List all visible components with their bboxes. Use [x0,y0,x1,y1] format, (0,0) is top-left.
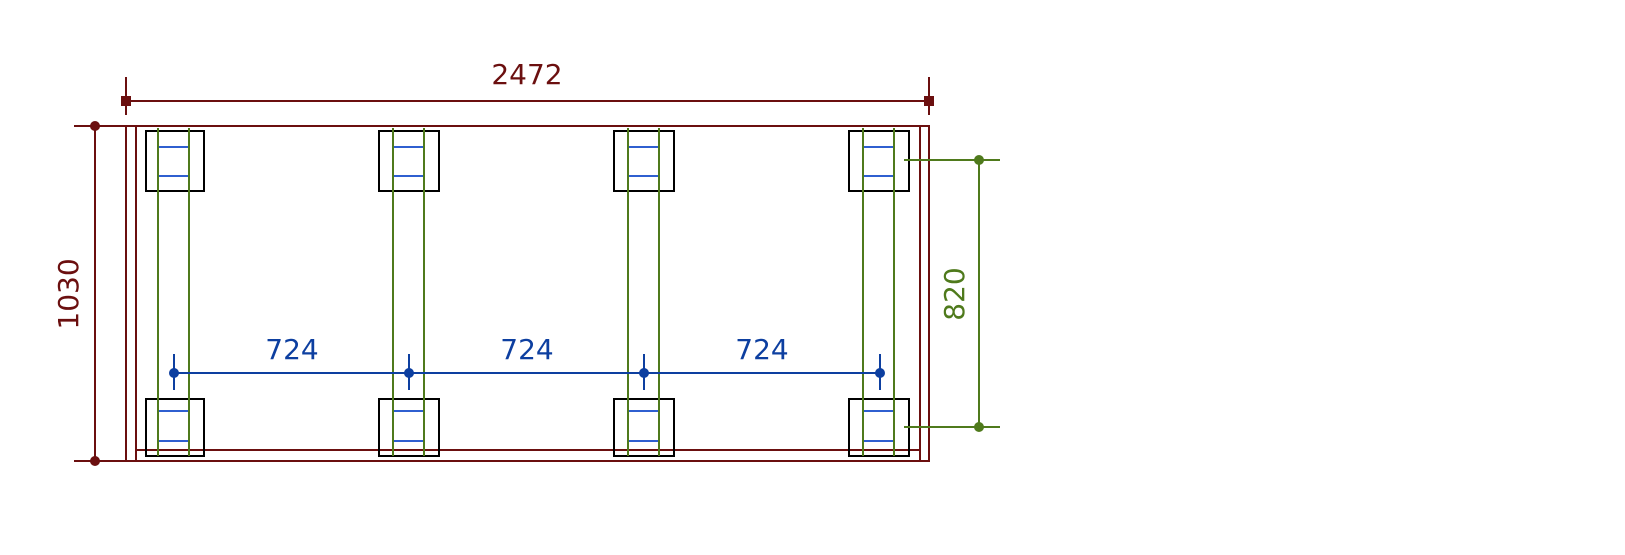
beam-spacing-dimension [904,155,1000,432]
frame-outer-edge [125,125,930,462]
dimension-marker-top [974,155,984,165]
footing-bottom-4 [848,398,910,457]
overall-depth-label: 1030 [52,258,85,329]
footing-top-4 [848,130,910,192]
dimension-marker-right [924,96,934,106]
beam-2 [392,128,425,456]
post-spacing-dimension [169,354,885,390]
post-spacing-label-3: 724 [735,333,788,366]
footings [145,130,910,457]
footing-top-1 [145,130,205,192]
beam-1 [157,128,190,456]
dimension-marker-1 [169,368,179,378]
overall-width-label: 2472 [491,58,562,91]
dimension-marker-4 [875,368,885,378]
footing-top-3 [613,130,675,192]
dimension-marker-left [121,96,131,106]
post-spacing-label-2: 724 [500,333,553,366]
beam-3 [627,128,660,456]
beams [157,128,895,456]
footing-bottom-1 [145,398,205,457]
dimension-marker-3 [639,368,649,378]
dimension-marker-bottom [974,422,984,432]
dimension-marker-bottom [90,456,100,466]
footing-bottom-3 [613,398,675,457]
beam-spacing-label: 820 [938,267,971,320]
dimension-marker-top [90,121,100,131]
footing-bottom-2 [378,398,440,457]
footing-top-2 [378,130,440,192]
dimension-marker-2 [404,368,414,378]
overall-width-dimension [121,77,934,115]
outer-frame [125,125,930,462]
overall-depth-dimension [74,121,126,466]
beam-4 [862,128,895,456]
post-spacing-label-1: 724 [265,333,318,366]
